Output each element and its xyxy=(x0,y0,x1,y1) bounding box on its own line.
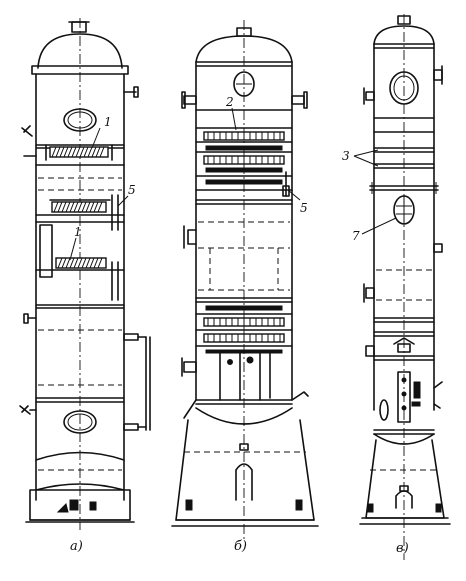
callout-5-a: 5 xyxy=(128,183,136,197)
callout-2: 2 xyxy=(225,95,234,109)
callout-1-lower: 1 xyxy=(74,225,82,239)
callout-1-upper: 1 xyxy=(104,115,112,129)
caption-b: б) xyxy=(234,539,247,554)
column-b xyxy=(171,20,319,540)
callout-3: 3 xyxy=(342,149,350,163)
callout-7: 7 xyxy=(352,229,360,243)
caption-a: а) xyxy=(70,539,83,554)
caption-c: в) xyxy=(396,541,409,556)
column-c xyxy=(353,14,451,560)
column-a xyxy=(19,18,151,530)
callout-5-b: 5 xyxy=(300,201,308,215)
